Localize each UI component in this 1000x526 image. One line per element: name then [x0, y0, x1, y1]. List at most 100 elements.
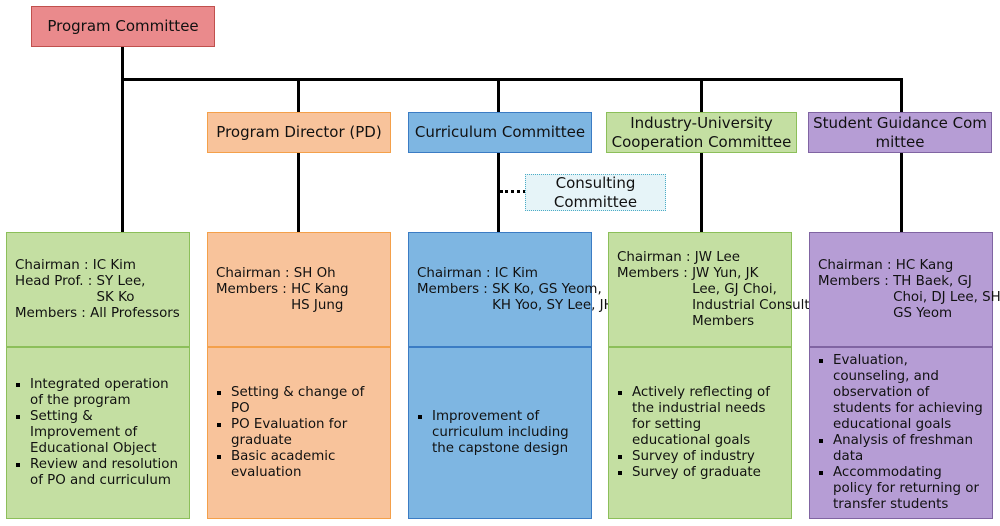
member-role-label: Chairman :: [417, 265, 495, 281]
industry-university-title-line1: Industry-University: [630, 113, 773, 132]
curriculum-committee-title: Curriculum Committee: [414, 123, 586, 141]
member-role-label: Chairman :: [216, 265, 294, 281]
consulting-committee-box: Consulting Committee: [525, 174, 666, 211]
connector-col1: [121, 78, 124, 232]
student-guidance-box: Student Guidance Com mittee: [808, 112, 992, 153]
member-role-label: Head Prof. :: [15, 273, 97, 289]
member-name: SK Ko, GS Yeom,: [492, 281, 602, 297]
student-guidance-title-line1: Student Guidance Com: [813, 113, 987, 132]
member-name: SY Lee,: [96, 273, 146, 289]
program-director-title: Program Director (PD): [216, 123, 382, 141]
member-row: Head Prof. : SY Lee,SK Ko: [15, 274, 181, 306]
duty-item: Survey of graduate: [617, 465, 783, 481]
member-role-label: Members :: [617, 265, 693, 281]
duty-item: PO Evaluation for graduate: [216, 417, 382, 449]
connector-student: [900, 78, 903, 112]
member-name: KH Yoo, SY Lee, JH Lee: [492, 297, 642, 313]
connector-pd: [297, 78, 300, 112]
duty-item: Actively reflecting of the industrial ne…: [617, 385, 783, 449]
member-row: Chairman : SH Oh: [216, 266, 382, 282]
connector-student-down: [900, 153, 903, 232]
member-name: Industrial Consulting: [692, 297, 831, 313]
member-name: TH Baek, GJ: [893, 273, 972, 289]
consulting-committee-line2: Committee: [553, 192, 638, 211]
duty-item: Survey of industry: [617, 449, 783, 465]
member-row: Chairman : HC Kang: [818, 258, 984, 274]
duty-item: Setting & change of PO: [216, 385, 382, 417]
program-committee-title: Program Committee: [47, 17, 199, 35]
member-name: All Professors: [90, 305, 180, 321]
member-name: JW Lee: [694, 249, 740, 265]
member-name: JW Yun, JK: [692, 265, 759, 281]
connector-industry-down: [700, 153, 703, 232]
duties-list: Actively reflecting of the industrial ne…: [617, 385, 783, 481]
member-row: Chairman : JW Lee: [617, 250, 783, 266]
duty-item: Review and resolution of PO and curricul…: [15, 457, 181, 489]
member-role-label: Members :: [15, 305, 91, 321]
member-name: HC Kang: [895, 257, 954, 273]
member-name: Lee, GJ Choi,: [692, 281, 777, 297]
industry-university-box: Industry-University Cooperation Committe…: [606, 112, 797, 153]
member-name: GS Yeom: [893, 305, 953, 321]
curriculum-committee-box: Curriculum Committee: [408, 112, 592, 153]
program-director-box: Program Director (PD): [207, 112, 391, 153]
curriculum-committee-duties-panel: Improvement of curriculum including the …: [408, 347, 592, 519]
member-row: Chairman : IC Kim: [15, 258, 181, 274]
duties-list: Evaluation, counseling, and observation …: [818, 353, 984, 513]
member-role-label: Members :: [818, 273, 894, 289]
industry-university-duties-panel: Actively reflecting of the industrial ne…: [608, 347, 792, 519]
member-name: SK Ko: [96, 289, 135, 305]
member-role-label: Chairman :: [15, 257, 93, 273]
member-name: IC Kim: [92, 257, 136, 273]
consulting-dotted-connector: [500, 190, 526, 193]
duty-item: Analysis of freshman data: [818, 433, 984, 465]
member-name: IC Kim: [494, 265, 538, 281]
member-name: HC Kang: [291, 281, 349, 297]
member-row: Chairman : IC Kim: [417, 266, 583, 282]
member-name: HS Jung: [291, 297, 344, 313]
consulting-committee-line1: Consulting: [555, 173, 636, 192]
connector-curriculum: [497, 78, 500, 112]
member-role-label: Chairman :: [818, 257, 896, 273]
program-committee-box: Program Committee: [31, 6, 215, 47]
duty-item: Improvement of curriculum including the …: [417, 409, 583, 457]
duty-item: Setting & Improvement of Educational Obj…: [15, 409, 181, 457]
connector-curriculum-down: [497, 153, 500, 232]
duties-list: Improvement of curriculum including the …: [417, 409, 583, 457]
member-name: SH Oh: [293, 265, 336, 281]
duty-item: Accommodating policy for returning or tr…: [818, 465, 984, 513]
duty-item: Basic academic evaluation: [216, 449, 382, 481]
connector-horizontal: [121, 78, 903, 81]
member-row: Members : SK Ko, GS Yeom,KH Yoo, SY Lee,…: [417, 281, 642, 314]
duty-item: Integrated operation of the program: [15, 377, 181, 409]
member-row: Members : All Professors: [15, 306, 181, 322]
connector-pd-down: [297, 153, 300, 232]
member-role-label: Chairman :: [617, 249, 695, 265]
duty-item: Evaluation, counseling, and observation …: [818, 353, 984, 433]
member-name: Members: [692, 313, 755, 329]
connector-industry: [700, 78, 703, 112]
industry-university-title-line2: Cooperation Committee: [611, 132, 792, 151]
member-name: Choi, DJ Lee, SH Oh,: [893, 289, 1000, 305]
connector-top-down: [121, 47, 124, 81]
member-role-label: Members :: [417, 281, 493, 297]
student-guidance-title-line2: mittee: [875, 132, 925, 151]
student-guidance-duties-panel: Evaluation, counseling, and observation …: [809, 347, 993, 519]
